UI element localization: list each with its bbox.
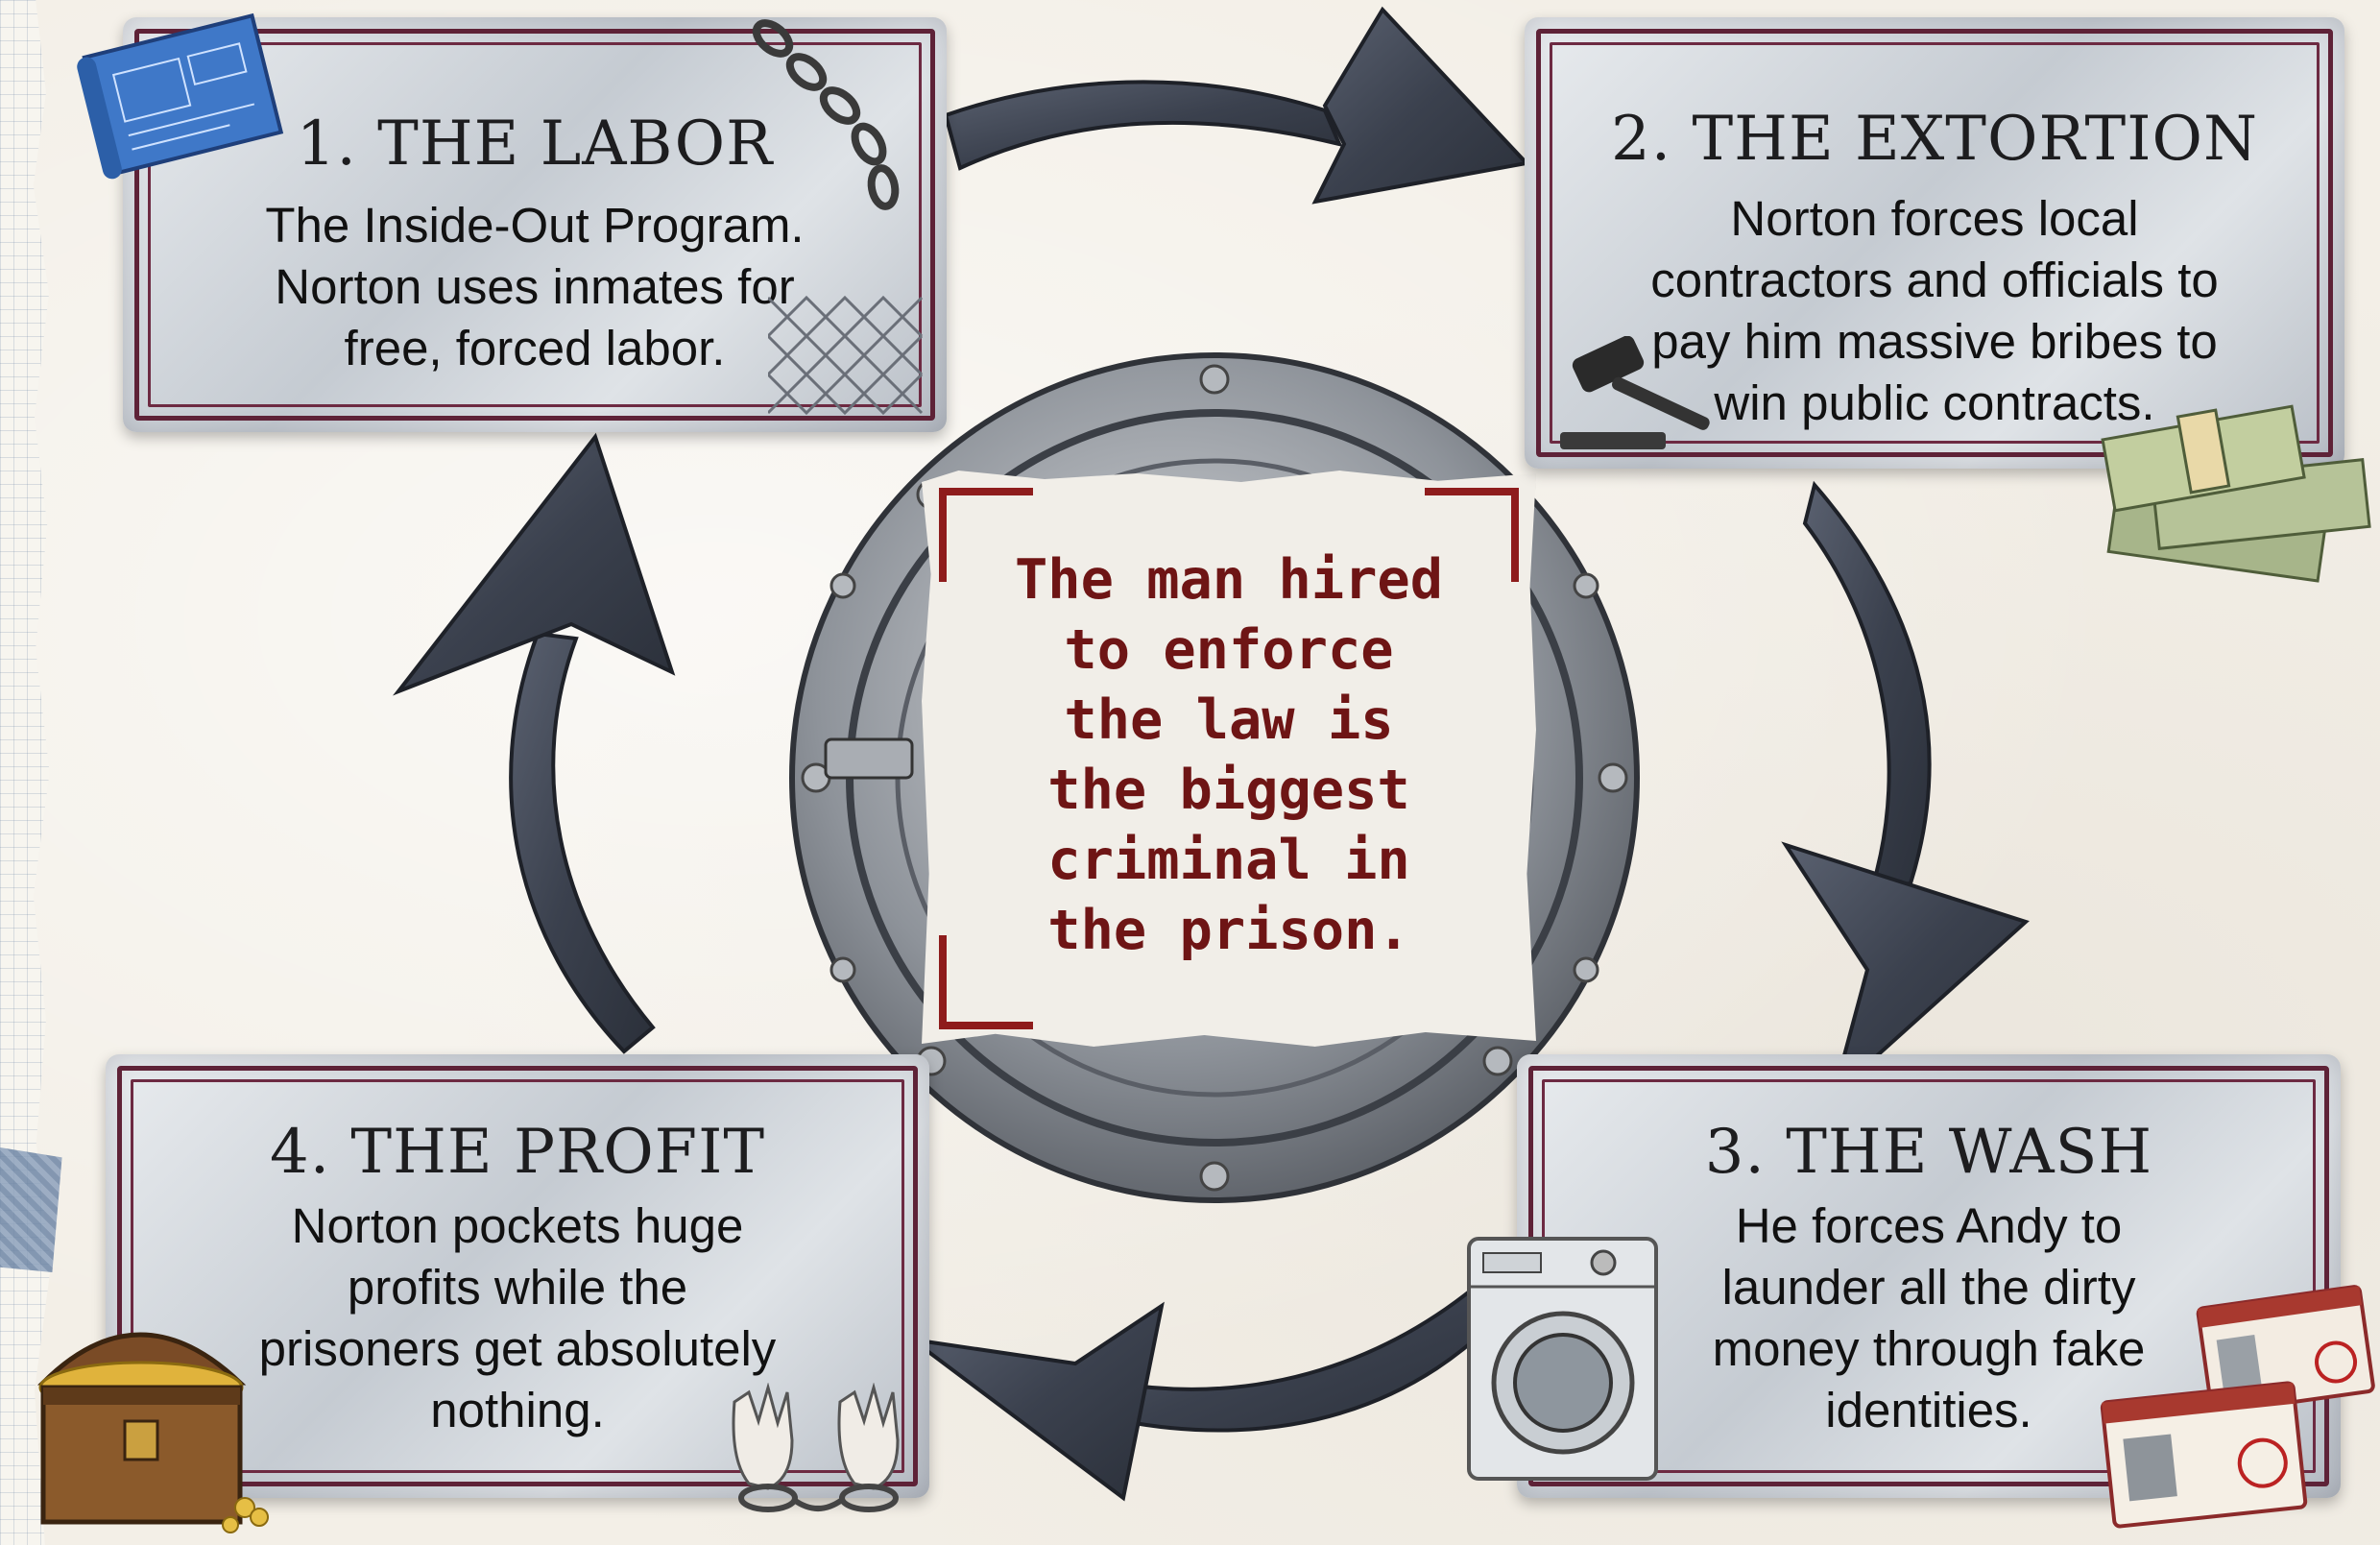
chain-icon	[752, 19, 900, 210]
note-line: the biggest	[1047, 759, 1410, 822]
arrow-wash-to-profit	[910, 1264, 1520, 1502]
washing-machine-icon	[1467, 1237, 1658, 1481]
card-title: 3. THE WASH	[1704, 1117, 2153, 1188]
center-note: The man hired to enforce the law is the …	[922, 471, 1536, 1047]
card-title: 2. THE EXTORTION	[1611, 104, 2258, 175]
fake-id-card-icon	[2100, 1285, 2375, 1529]
arrow-profit-to-labor	[393, 432, 676, 1054]
fabric-patch	[0, 1147, 62, 1272]
card-profit: 4. THE PROFIT Norton pockets huge profit…	[106, 1054, 929, 1498]
note-corner-mark	[939, 488, 1033, 582]
center-note-text: The man hired to enforce the law is the …	[950, 545, 1507, 966]
card-body-line: Norton forces local	[1730, 191, 2139, 246]
card-title: 4. THE PROFIT	[269, 1117, 766, 1188]
chain-link-fence-icon	[768, 295, 924, 416]
note-line: the prison.	[1047, 899, 1410, 962]
note-line: The man hired	[1014, 548, 1444, 612]
torn-graph-paper-strip	[0, 0, 51, 1545]
note-line: criminal in	[1047, 829, 1410, 892]
card-body-line: Norton pockets huge	[291, 1198, 744, 1253]
cash-stack-icon	[2101, 404, 2371, 583]
note-line: to enforce	[1064, 618, 1394, 682]
arrow-labor-to-extortion	[943, 6, 1530, 205]
note-line: the law is	[1064, 688, 1394, 752]
note-corner-mark	[939, 935, 1033, 1029]
gavel-icon	[1560, 336, 1710, 449]
card-body-line: contractors and officials to	[1650, 253, 2219, 307]
note-corner-mark	[1425, 488, 1519, 582]
card-extortion: 2. THE EXTORTION Norton forces local con…	[1525, 17, 2344, 469]
handcuffed-hands-icon	[732, 1383, 900, 1512]
blueprint-icon	[77, 12, 284, 180]
arrow-extortion-to-wash	[1781, 480, 2030, 1101]
treasure-chest-icon	[36, 1332, 269, 1533]
